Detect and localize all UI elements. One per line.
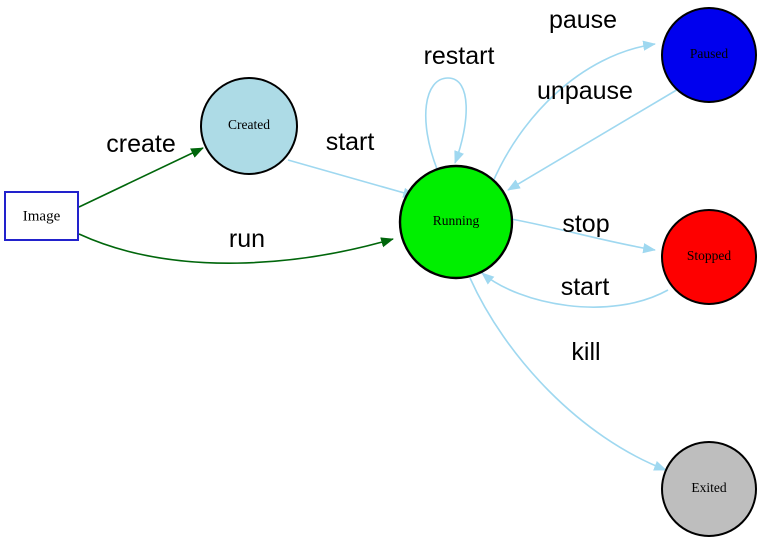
edge-label-run: run bbox=[229, 225, 265, 253]
node-created-shape[interactable] bbox=[200, 77, 298, 175]
edges-layer bbox=[78, 40, 681, 471]
edge-stop bbox=[510, 218, 656, 254]
edge-create bbox=[78, 147, 204, 208]
edge-restart bbox=[425, 77, 467, 170]
nodes-layer: Image Created Running Paused Stopped bbox=[4, 7, 757, 537]
edge-label-start-created: start bbox=[326, 128, 375, 156]
edge-start-stopped bbox=[481, 272, 669, 308]
node-exited-label: Exited bbox=[691, 480, 726, 495]
edge-start-created bbox=[287, 159, 416, 198]
node-image[interactable]: Image bbox=[4, 191, 79, 241]
edge-label-create: create bbox=[106, 130, 175, 158]
edge-pause bbox=[491, 40, 656, 185]
node-created-label: Created bbox=[228, 117, 270, 132]
edge-labels-layer: create run start restart pause unpause s… bbox=[106, 6, 633, 366]
edge-label-start-stopped: start bbox=[561, 273, 610, 301]
node-paused-label: Paused bbox=[690, 46, 728, 61]
node-exited-shape[interactable] bbox=[661, 441, 757, 537]
edge-unpause bbox=[507, 87, 681, 191]
edge-label-stop: stop bbox=[562, 210, 609, 238]
node-image-label: Image bbox=[23, 208, 61, 224]
node-exited[interactable]: Exited bbox=[661, 441, 757, 537]
edge-label-kill: kill bbox=[571, 338, 600, 366]
edge-label-unpause: unpause bbox=[537, 77, 633, 105]
edge-kill bbox=[469, 277, 667, 471]
node-stopped-label: Stopped bbox=[687, 248, 732, 263]
node-paused[interactable]: Paused bbox=[661, 7, 757, 103]
node-stopped[interactable]: Stopped bbox=[661, 209, 757, 305]
edge-label-pause: pause bbox=[549, 6, 617, 34]
node-image-shape[interactable] bbox=[4, 191, 79, 241]
node-paused-shape[interactable] bbox=[661, 7, 757, 103]
node-running-shape[interactable] bbox=[398, 164, 514, 280]
node-running-label: Running bbox=[433, 213, 480, 228]
edge-label-restart: restart bbox=[424, 42, 495, 70]
node-stopped-shape[interactable] bbox=[661, 209, 757, 305]
edge-run bbox=[78, 233, 394, 264]
node-created[interactable]: Created bbox=[200, 77, 298, 175]
node-running[interactable]: Running bbox=[398, 164, 514, 280]
